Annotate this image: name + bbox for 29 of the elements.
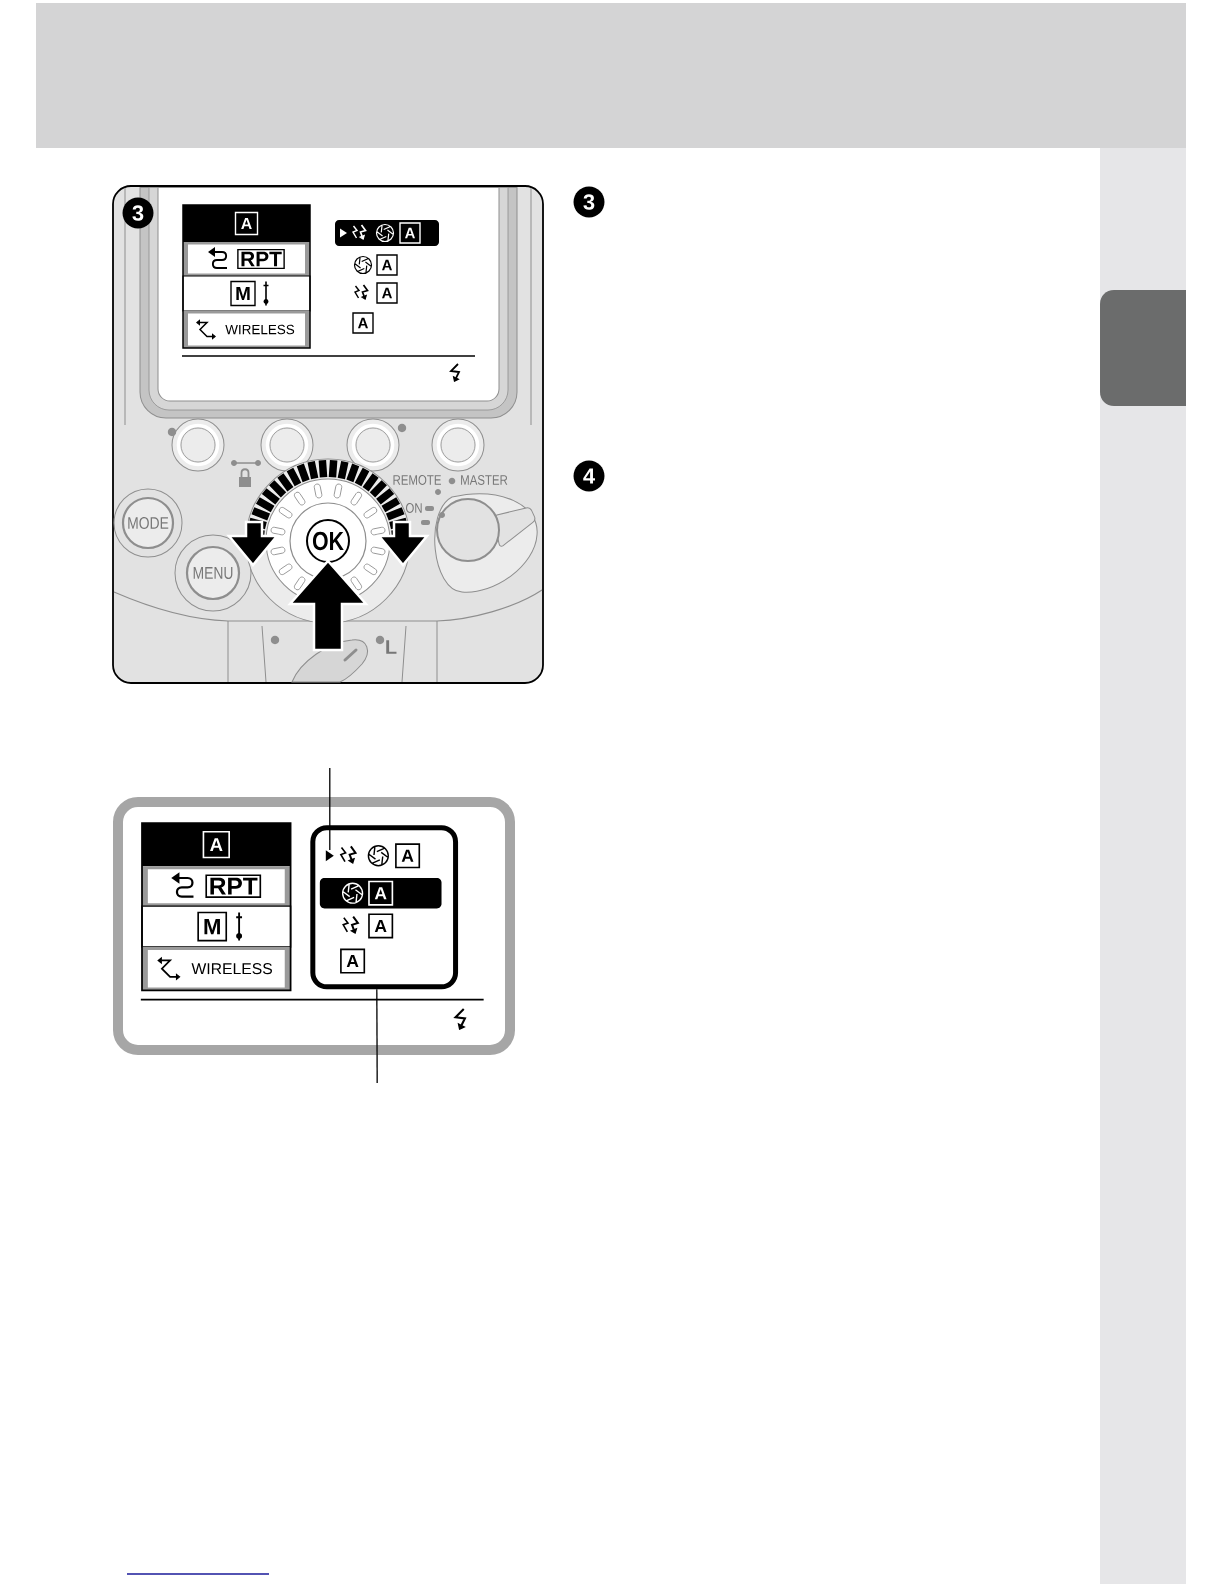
leader-line	[376, 988, 378, 1084]
boxed-letter: A	[399, 222, 421, 244]
switch-label: REMOTE	[393, 475, 441, 485]
leader-line	[329, 767, 331, 851]
center-button: OK	[289, 502, 367, 580]
menu-text: WIRELESS	[225, 324, 295, 335]
step-number: 3	[122, 197, 154, 229]
boxed-letter: A	[376, 282, 398, 304]
boxed-letter: A	[340, 948, 366, 974]
round-button: MODE	[113, 488, 183, 558]
menu-text: WIRELESS	[191, 963, 272, 975]
boxed-letter: A	[368, 880, 394, 906]
boxed-letter: A	[395, 843, 421, 869]
boxed-label: RPT	[205, 874, 262, 898]
round-button: MENU	[174, 534, 252, 612]
boxed-letter: A	[368, 913, 394, 939]
switch-label: ON	[405, 503, 422, 513]
boxed-letter: A	[234, 211, 259, 236]
boxed-letter: M	[197, 911, 228, 942]
boxed-label: RPT	[237, 248, 285, 270]
position-label: L	[386, 640, 397, 654]
switch-label: MASTER	[461, 475, 508, 485]
step-number: 3	[573, 186, 605, 218]
cursor-triangle	[325, 850, 334, 862]
boxed-letter: A	[202, 830, 230, 859]
boxed-letter: A	[352, 312, 374, 334]
boxed-letter: M	[230, 280, 256, 307]
step-number: 4	[573, 460, 605, 492]
boxed-letter: A	[376, 254, 398, 276]
